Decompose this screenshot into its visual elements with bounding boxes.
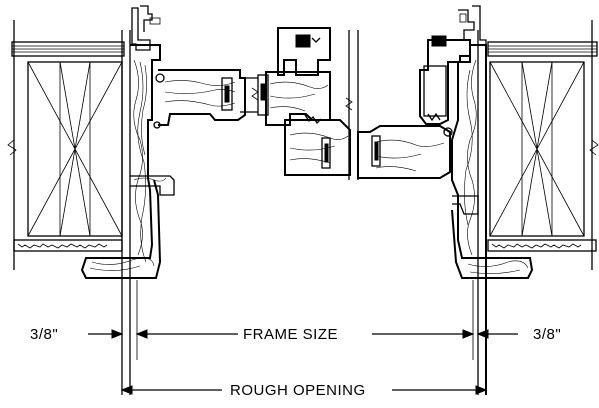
rough-opening-label: ROUGH OPENING [230,382,366,399]
frame-size-label: FRAME SIZE [243,326,338,343]
left-offset-label: 3/8" [30,326,58,343]
center-meeting-rail [265,27,359,180]
right-offset-label: 3/8" [533,326,561,343]
left-frame [80,5,269,279]
right-frame [357,5,534,395]
left-wall [7,20,131,395]
dimension-lines [88,280,518,395]
